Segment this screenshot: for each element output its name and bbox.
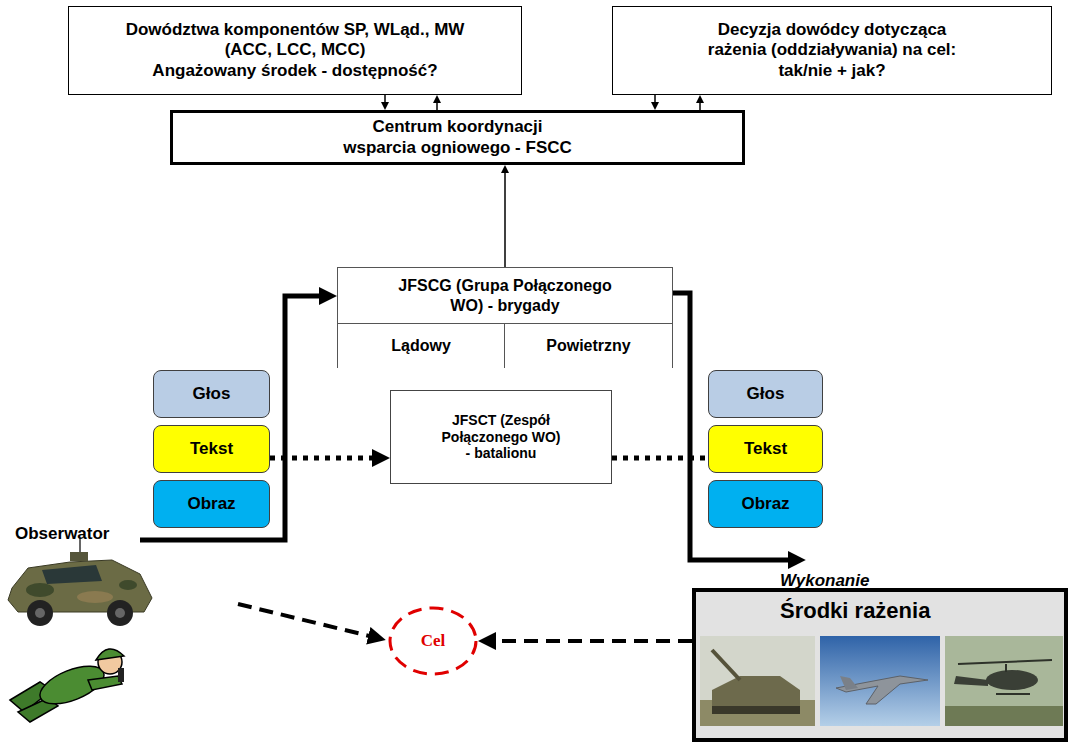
flow-arrow — [436, 100, 438, 110]
radio — [118, 668, 124, 682]
camo-patch — [119, 580, 137, 590]
box-text: Obraz — [741, 494, 789, 514]
howitzer-body — [712, 676, 800, 708]
flow-arrow — [489, 639, 692, 643]
text-box: Tekst — [708, 425, 823, 473]
helicopter-picture — [945, 636, 1063, 726]
helicopter-body — [986, 670, 1038, 690]
box-text: Środki rażenia — [780, 598, 930, 624]
helicopter-skid — [996, 693, 1030, 695]
vehicle-turret — [70, 552, 88, 561]
flow-arrow — [270, 456, 379, 461]
flow-arrow — [384, 95, 386, 105]
soldier-helmet — [96, 649, 124, 660]
battalion-team-box: JFSCT (Zespół Połączonego WO) - batalion… — [390, 390, 612, 484]
picture-background — [945, 636, 1063, 726]
howitzer-barrel — [712, 650, 740, 680]
flow-arrow — [699, 100, 701, 110]
rotor — [958, 660, 1052, 664]
picture-ground — [945, 706, 1063, 726]
image-box: Obraz — [153, 480, 270, 528]
jet-body — [836, 676, 928, 704]
voice-box: Głos — [708, 370, 823, 418]
brigade-group-box: JFSCG (Grupa Połączonego WO) - brygadyLą… — [337, 267, 673, 368]
artillery-picture — [700, 636, 815, 726]
box-text: Lądowy — [391, 336, 451, 355]
box-text: Głos — [193, 384, 231, 404]
camo-patch — [26, 583, 54, 597]
coordination-center-box: Centrum koordynacji wsparcia ogniowego -… — [170, 110, 745, 165]
box-heading-area: JFSCG (Grupa Połączonego WO) - brygady — [338, 268, 672, 323]
target-outline-shape — [390, 608, 476, 674]
effectors-box: Środki rażenia — [692, 588, 1068, 742]
howitzer-tracks — [712, 706, 800, 714]
text-box: Tekst — [153, 425, 270, 473]
box-text: Tekst — [190, 439, 233, 459]
jet-picture — [820, 636, 940, 726]
jet-tail — [840, 676, 858, 690]
target-ellipse: Cel — [388, 606, 478, 676]
vehicle-window — [42, 565, 102, 584]
rotor-mast — [1005, 664, 1007, 672]
box-text: Tekst — [744, 439, 787, 459]
observer-label: Obserwator — [15, 524, 109, 544]
box-text: Obraz — [187, 494, 235, 514]
land-cell: Lądowy — [338, 323, 505, 368]
soldier-arm — [88, 676, 122, 690]
vehicle-hub — [35, 608, 45, 618]
helicopter-tail — [954, 676, 988, 686]
box-text: Angażowany środek - dostępność? — [152, 61, 437, 81]
flow-arrow — [504, 170, 506, 267]
camo-patch — [77, 591, 113, 603]
command-box: Dowództwa komponentów SP, WLąd., MW (ACC… — [68, 6, 522, 95]
vehicle-illustration — [8, 538, 152, 626]
box-text: Decyzja dowódcy dotycząca rażenia (oddzi… — [701, 20, 963, 81]
vehicle-body — [8, 560, 152, 612]
decision-box: Decyzja dowódcy dotycząca rażenia (oddzi… — [612, 6, 1052, 95]
box-text: Centrum koordynacji wsparcia ogniowego -… — [339, 117, 577, 158]
box-text: Cel — [421, 631, 446, 651]
voice-box: Głos — [153, 370, 270, 418]
effector-panel-ground — [692, 588, 1068, 742]
box-text: Głos — [747, 384, 785, 404]
flow-arrow — [654, 95, 656, 105]
box-text: Powietrzny — [546, 336, 630, 355]
vehicle-wheel — [27, 600, 53, 626]
box-text: Dowództwa komponentów SP, WLąd., MW (ACC… — [110, 20, 480, 61]
report-flow-line — [140, 296, 326, 540]
soldier-illustration — [10, 649, 124, 722]
image-box: Obraz — [708, 480, 823, 528]
air-cell: Powietrzny — [505, 323, 672, 368]
picture-sky — [820, 636, 940, 726]
box-text: JFSCT (Zespół Połączonego WO) - batalion… — [439, 412, 563, 462]
box-text: JFSCG (Grupa Połączonego WO) - brygady — [385, 276, 625, 314]
flow-arrow — [612, 456, 708, 461]
picture-sky — [700, 636, 815, 726]
observation-line — [238, 604, 375, 637]
vehicle-wheel — [107, 600, 133, 626]
vehicle-hub — [115, 608, 125, 618]
execution-label: Wykonanie — [780, 571, 869, 591]
